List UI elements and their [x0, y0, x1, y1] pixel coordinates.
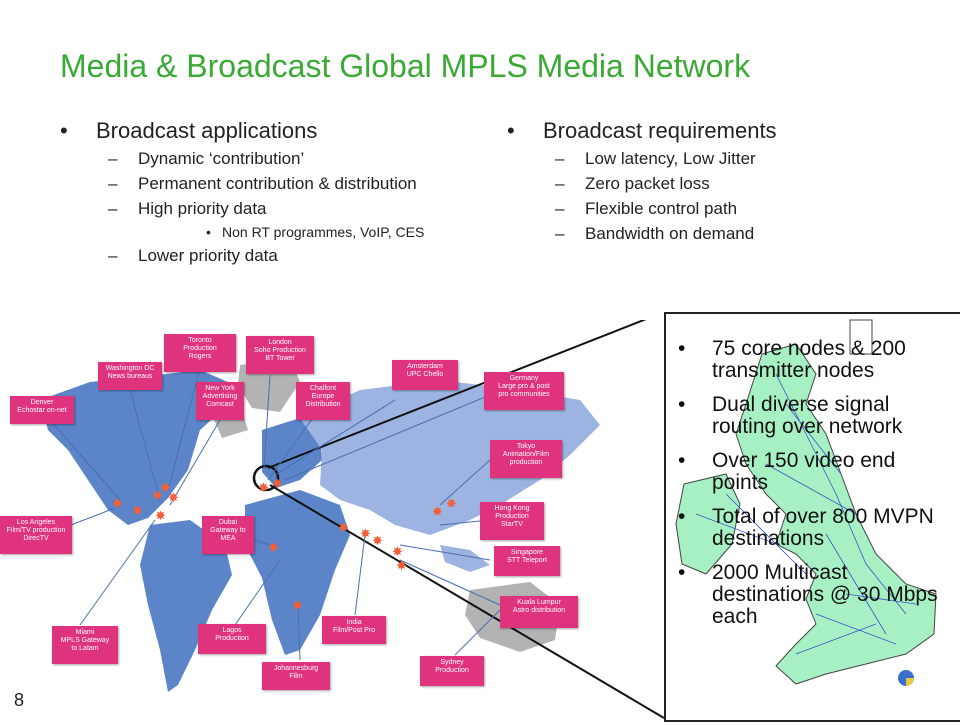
leader-line: [297, 604, 301, 661]
star-icon: ✸: [272, 477, 283, 492]
leader-line: [274, 399, 396, 476]
leader-line: [267, 407, 321, 481]
right-item: –Low latency, Low Jitter: [555, 149, 756, 168]
star-icon: ✸: [168, 491, 179, 506]
zoom-line-top: [267, 311, 665, 469]
world-map: ✸ ✸ ✸ ✸ ✸ ✸ ✸ ✸ ✸ ✸ ✸ ✸ ✸ ✸ ✸ ✸ ✸ Toront…: [0, 311, 680, 720]
leader-line: [284, 394, 491, 481]
leader-line: [167, 367, 201, 491]
star-icon: ✸: [392, 545, 403, 560]
leader-line: [399, 544, 491, 561]
left-item: –High priority data Non RT programmes, V…: [96, 199, 478, 241]
right-item: –Zero packet loss: [555, 174, 710, 193]
asia-shape: [300, 380, 600, 535]
inset-bullet: 2000 Multicast destinations @ 30 Mbps ea…: [676, 562, 956, 628]
star-icon: ✸: [268, 541, 279, 556]
right-heading: Broadcast requirements –Low latency, Low…: [505, 118, 925, 244]
inset-bullet: Dual diverse signal routing over network: [676, 394, 956, 438]
leader-line: [79, 519, 156, 626]
inset-bullet: 75 core nodes & 200 transmitter nodes: [676, 338, 956, 382]
left-heading: Broadcast applications –Dynamic ‘contrib…: [58, 118, 478, 266]
page-number: 8: [14, 690, 25, 710]
left-column: Broadcast applications –Dynamic ‘contrib…: [58, 118, 478, 270]
node-stars: ✸ ✸ ✸ ✸ ✸ ✸ ✸ ✸ ✸ ✸ ✸ ✸ ✸ ✸ ✸ ✸ ✸: [112, 477, 457, 614]
southeast-asia-shape: [440, 545, 490, 572]
leader-line: [129, 389, 161, 501]
inset-bullets: 75 core nodes & 200 transmitter nodes Du…: [676, 338, 956, 640]
left-item: –Lower priority data: [108, 246, 278, 265]
star-icon: ✸: [152, 489, 163, 504]
uk-link: [795, 623, 877, 655]
leader-lines: [49, 367, 501, 661]
slide-title: Media & Broadcast Global MPLS Media Netw…: [60, 48, 751, 84]
leader-line: [169, 419, 221, 506]
leader-line: [454, 609, 501, 656]
zoom-line-bottom: [269, 484, 665, 719]
star-icon: ✸: [446, 497, 457, 512]
right-column: Broadcast requirements –Low latency, Low…: [505, 118, 925, 248]
zoom-circle: [252, 464, 280, 492]
star-icon: ✸: [432, 505, 443, 520]
right-item: –Flexible control path: [555, 199, 738, 218]
leader-line: [354, 534, 366, 616]
north-america-shape: [40, 370, 228, 525]
leader-line: [263, 374, 271, 469]
left-item: –Dynamic ‘contribution’: [108, 149, 305, 168]
star-icon: ✸: [160, 481, 171, 496]
star-icon: ✸: [338, 521, 349, 536]
star-icon: ✸: [112, 497, 123, 512]
leader-line: [49, 419, 121, 501]
uk-network-inset: 75 core nodes & 200 transmitter nodes Du…: [664, 312, 960, 722]
africa-shape: [245, 490, 350, 655]
south-america-shape: [140, 520, 232, 692]
star-icon: ✸: [292, 599, 303, 614]
leader-line: [399, 559, 501, 606]
star-icon: ✸: [360, 527, 371, 542]
right-item: –Bandwidth on demand: [555, 224, 755, 243]
left-subitem: Non RT programmes, VoIP, CES: [138, 223, 478, 241]
legend-pie-slice-icon: [906, 678, 914, 686]
leader-line: [439, 459, 491, 506]
star-icon: ✸: [258, 481, 269, 496]
leader-line: [234, 559, 281, 626]
star-icon: ✸: [396, 559, 407, 574]
star-icon: ✸: [372, 534, 383, 549]
left-item: –Permanent contribution & distribution: [108, 174, 417, 193]
star-icon: ✸: [155, 509, 166, 524]
inset-bullet: Over 150 video end points: [676, 450, 956, 494]
star-icon: ✸: [132, 504, 143, 519]
inset-bullet: Total of over 800 MVPN destinations: [676, 506, 956, 550]
